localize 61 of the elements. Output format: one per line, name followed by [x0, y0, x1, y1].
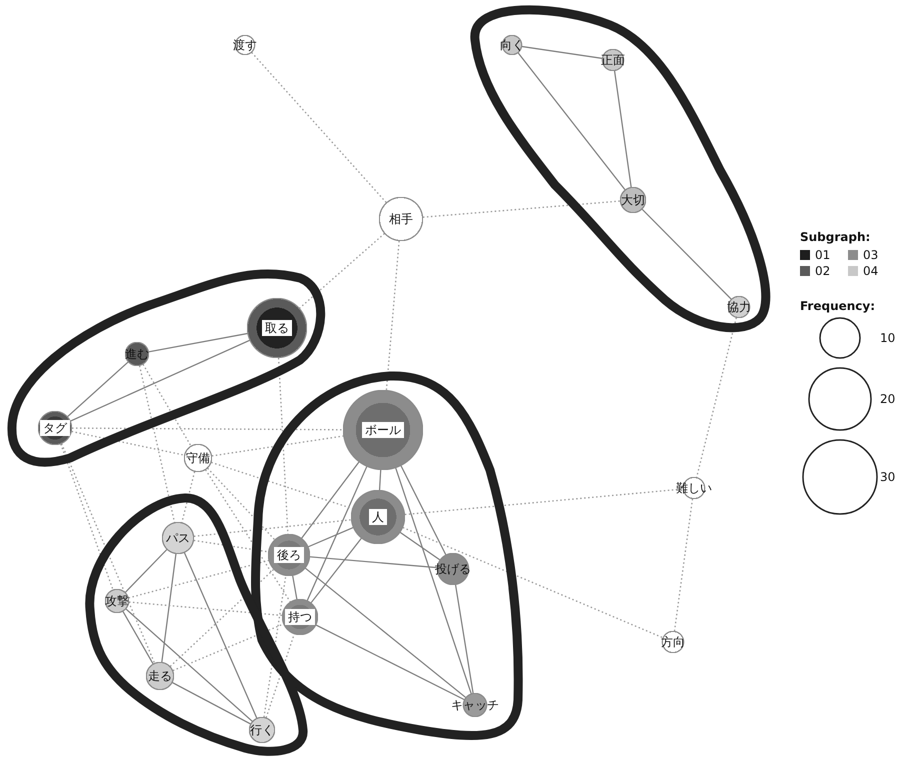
dotted-link: [266, 634, 295, 718]
legend-heading: Subgraph:: [800, 230, 870, 244]
co-occurrence-link: [310, 556, 438, 568]
word-node: 後ろ: [268, 534, 310, 576]
word-node: キャッチ: [451, 693, 499, 717]
co-occurrence-link: [122, 611, 154, 664]
word-node: 大切: [620, 187, 646, 213]
word-node: 取る: [247, 298, 307, 358]
dotted-link: [128, 560, 269, 599]
dotted-link: [386, 240, 400, 390]
word-node: 走る: [146, 662, 174, 690]
dotted-link: [674, 498, 694, 632]
co-occurrence-link: [70, 340, 250, 422]
co-occurrence-link: [454, 584, 474, 694]
legend-text: 04: [863, 264, 878, 278]
word-node: タグ: [38, 411, 72, 445]
word-node: 攻撃: [105, 589, 129, 613]
word-node: 進む: [125, 342, 149, 366]
word-node: ボール: [343, 390, 423, 470]
word-node: パス: [162, 522, 194, 554]
word-node: 投げる: [435, 553, 471, 585]
word-node: 行く: [249, 717, 275, 743]
dotted-link: [422, 200, 620, 218]
word-node: 協力: [727, 296, 751, 318]
word-node: 渡す: [233, 35, 257, 55]
co-occurrence-link: [614, 70, 632, 188]
co-occurrence-link: [161, 554, 177, 662]
co-occurrence-link: [172, 682, 251, 724]
legend-text: 10: [880, 331, 896, 345]
dotted-link: [278, 358, 289, 534]
dotted-link: [172, 623, 284, 672]
co-occurrence-link: [395, 468, 472, 694]
word-node: 方向: [661, 631, 685, 653]
word-node: 持つ: [282, 599, 318, 635]
legend-heading: Frequency:: [800, 299, 876, 313]
dotted-link: [696, 318, 737, 478]
co-occurrence-link: [378, 470, 382, 490]
dotted-link: [194, 540, 268, 552]
legend-text: 20: [880, 392, 896, 406]
co-occurrence-link: [148, 332, 248, 352]
co-occurrence-link: [308, 527, 354, 548]
dotted-link: [128, 601, 282, 616]
dotted-link: [194, 519, 352, 537]
word-node: 人: [351, 490, 405, 544]
co-occurrence-link: [522, 46, 602, 59]
dotted-link: [263, 576, 286, 718]
dotted-link: [72, 430, 184, 456]
word-node: 正面: [601, 49, 625, 71]
word-node: 難しい: [676, 477, 712, 499]
legend-text: 30: [880, 470, 896, 484]
word-node: 相手: [379, 197, 423, 241]
word-node: 向く: [500, 35, 524, 55]
dotted-link: [60, 444, 114, 590]
legend-text: 01: [815, 248, 830, 262]
co-occurrence-link: [184, 552, 258, 718]
legend-text: 02: [815, 264, 830, 278]
co-occurrence-link: [292, 576, 298, 600]
dotted-link: [212, 435, 344, 457]
legend-text: 03: [863, 248, 878, 262]
dotted-link: [72, 427, 343, 430]
word-node: 守備: [184, 444, 212, 472]
